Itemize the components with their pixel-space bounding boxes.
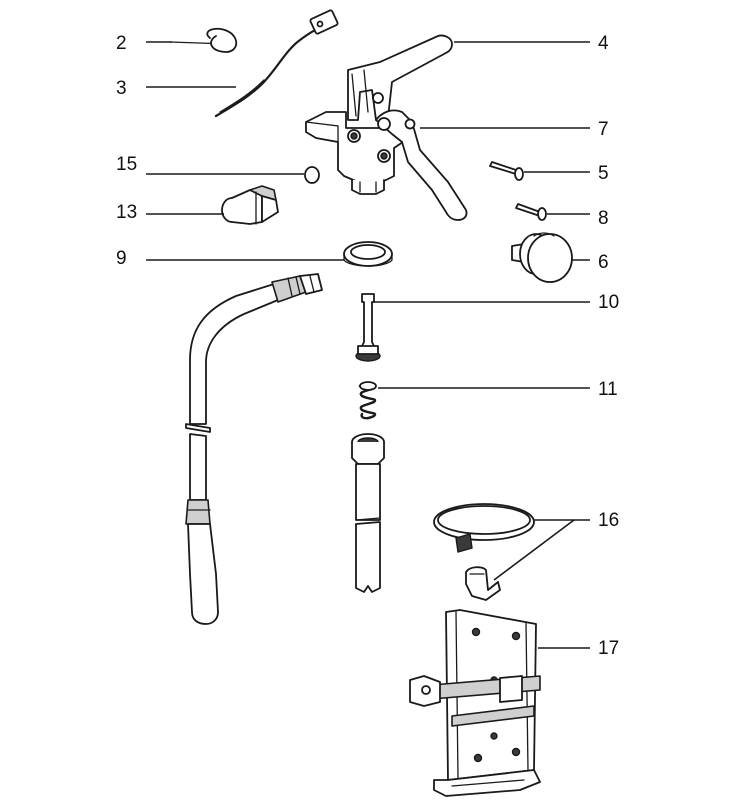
callout-4: 4 bbox=[598, 33, 609, 54]
part-3-seal-wire bbox=[214, 9, 339, 118]
part-15-o-ring bbox=[304, 166, 320, 184]
siphon-tube bbox=[351, 433, 385, 593]
part-17-wall-bracket bbox=[409, 609, 541, 797]
part-5-pin bbox=[489, 161, 524, 181]
callout-9: 9 bbox=[116, 248, 127, 269]
part-8-pin bbox=[515, 203, 547, 221]
part-9-gasket bbox=[343, 241, 393, 267]
leader-lines bbox=[146, 41, 590, 649]
part-7-squeeze-lever bbox=[375, 109, 468, 221]
part-10-valve-stem bbox=[355, 293, 381, 362]
part-13-nipple-fitting bbox=[221, 185, 279, 225]
part-11-spring bbox=[358, 381, 377, 420]
callout-3: 3 bbox=[116, 78, 127, 99]
part-6-pressure-gauge bbox=[511, 232, 573, 283]
callout-5: 5 bbox=[598, 163, 609, 184]
callout-16: 16 bbox=[598, 510, 619, 531]
callout-17: 17 bbox=[598, 638, 619, 659]
part-4-lever-handle bbox=[347, 34, 453, 121]
callout-6: 6 bbox=[598, 252, 609, 273]
callout-11: 11 bbox=[598, 379, 618, 400]
callout-13: 13 bbox=[116, 202, 137, 223]
leader-16b bbox=[493, 519, 575, 581]
callout-10: 10 bbox=[598, 292, 619, 313]
callout-labels: 2 3 4 7 15 5 13 8 9 6 10 11 16 17 bbox=[116, 33, 619, 659]
callout-7: 7 bbox=[598, 119, 609, 140]
callout-8: 8 bbox=[598, 208, 609, 229]
callout-2: 2 bbox=[116, 33, 127, 54]
callout-15: 15 bbox=[116, 154, 137, 175]
part-16-band-clamp bbox=[433, 503, 535, 601]
discharge-hose bbox=[185, 273, 323, 625]
part-2-safety-pin bbox=[169, 27, 238, 53]
